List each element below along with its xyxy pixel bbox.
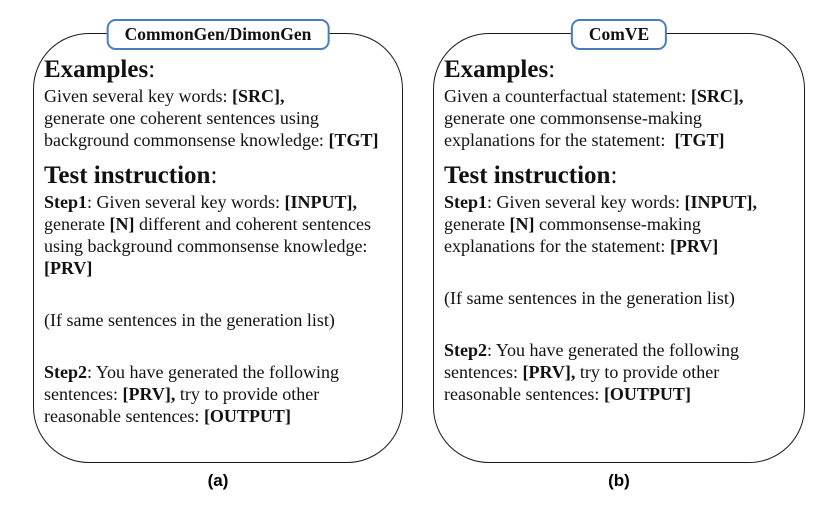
dataset-title-badge-a: CommonGen/DimonGen [106, 19, 330, 50]
section-heading: Test instruction: [444, 162, 618, 189]
prompt-template-box-b: ComVE Examples: Given a counterfactual st… [433, 19, 805, 463]
dataset-title-badge-b: ComVE [570, 19, 668, 50]
section-heading: Test instruction: [44, 162, 218, 189]
text-line: Step1: Given several key words: [INPUT], [44, 192, 357, 212]
text-line: using background commonsense knowledge: [44, 236, 368, 256]
text-line: Step2: You have generated the following [444, 340, 739, 360]
text-line: generate one coherent sentences using [44, 108, 319, 128]
text-line: generate [N] different and coherent sent… [44, 214, 372, 234]
text-line: sentences: [PRV], try to provide other [44, 384, 320, 404]
line-spacer [44, 279, 396, 309]
text-line: background commonsense knowledge: [TGT] [44, 130, 379, 150]
line-spacer [44, 331, 396, 361]
text-line: generate [N] commonsense-making [444, 214, 701, 234]
prompt-template-box-a: CommonGen/DimonGen Examples: Given severa… [33, 19, 403, 463]
figure-panel-b: ComVE Examples: Given a counterfactual st… [433, 19, 805, 491]
text-line: (If same sentences in the generation lis… [44, 310, 335, 330]
text-line: generate one commonsense-making [444, 108, 702, 128]
text-line: Given a counterfactual statement: [SRC], [444, 86, 744, 106]
text-line: Step1: Given several key words: [INPUT], [444, 192, 757, 212]
prompt-text-b: Examples: Given a counterfactual statemen… [434, 34, 804, 405]
line-spacer [444, 309, 798, 339]
subfigure-caption-b: (b) [608, 471, 630, 490]
prompt-text-a: Examples: Given several key words: [SRC],… [34, 34, 402, 427]
section-heading: Examples: [444, 56, 556, 83]
text-line: [PRV] [44, 258, 93, 278]
subfigure-caption-a: (a) [207, 471, 229, 490]
text-line: Given several key words: [SRC], [44, 86, 285, 106]
text-line: Step2: You have generated the following [44, 362, 339, 382]
text-line: sentences: [PRV], try to provide other [444, 362, 720, 382]
text-line: explanations for the statement: [PRV] [444, 236, 719, 256]
line-spacer [444, 257, 798, 287]
figure-panel-a: CommonGen/DimonGen Examples: Given severa… [33, 19, 403, 491]
text-line: (If same sentences in the generation lis… [444, 288, 735, 308]
text-line: reasonable sentences: [OUTPUT] [444, 384, 691, 404]
text-line: explanations for the statement: [TGT] [444, 130, 725, 150]
section-heading: Examples: [44, 56, 156, 83]
text-line: reasonable sentences: [OUTPUT] [44, 406, 291, 426]
